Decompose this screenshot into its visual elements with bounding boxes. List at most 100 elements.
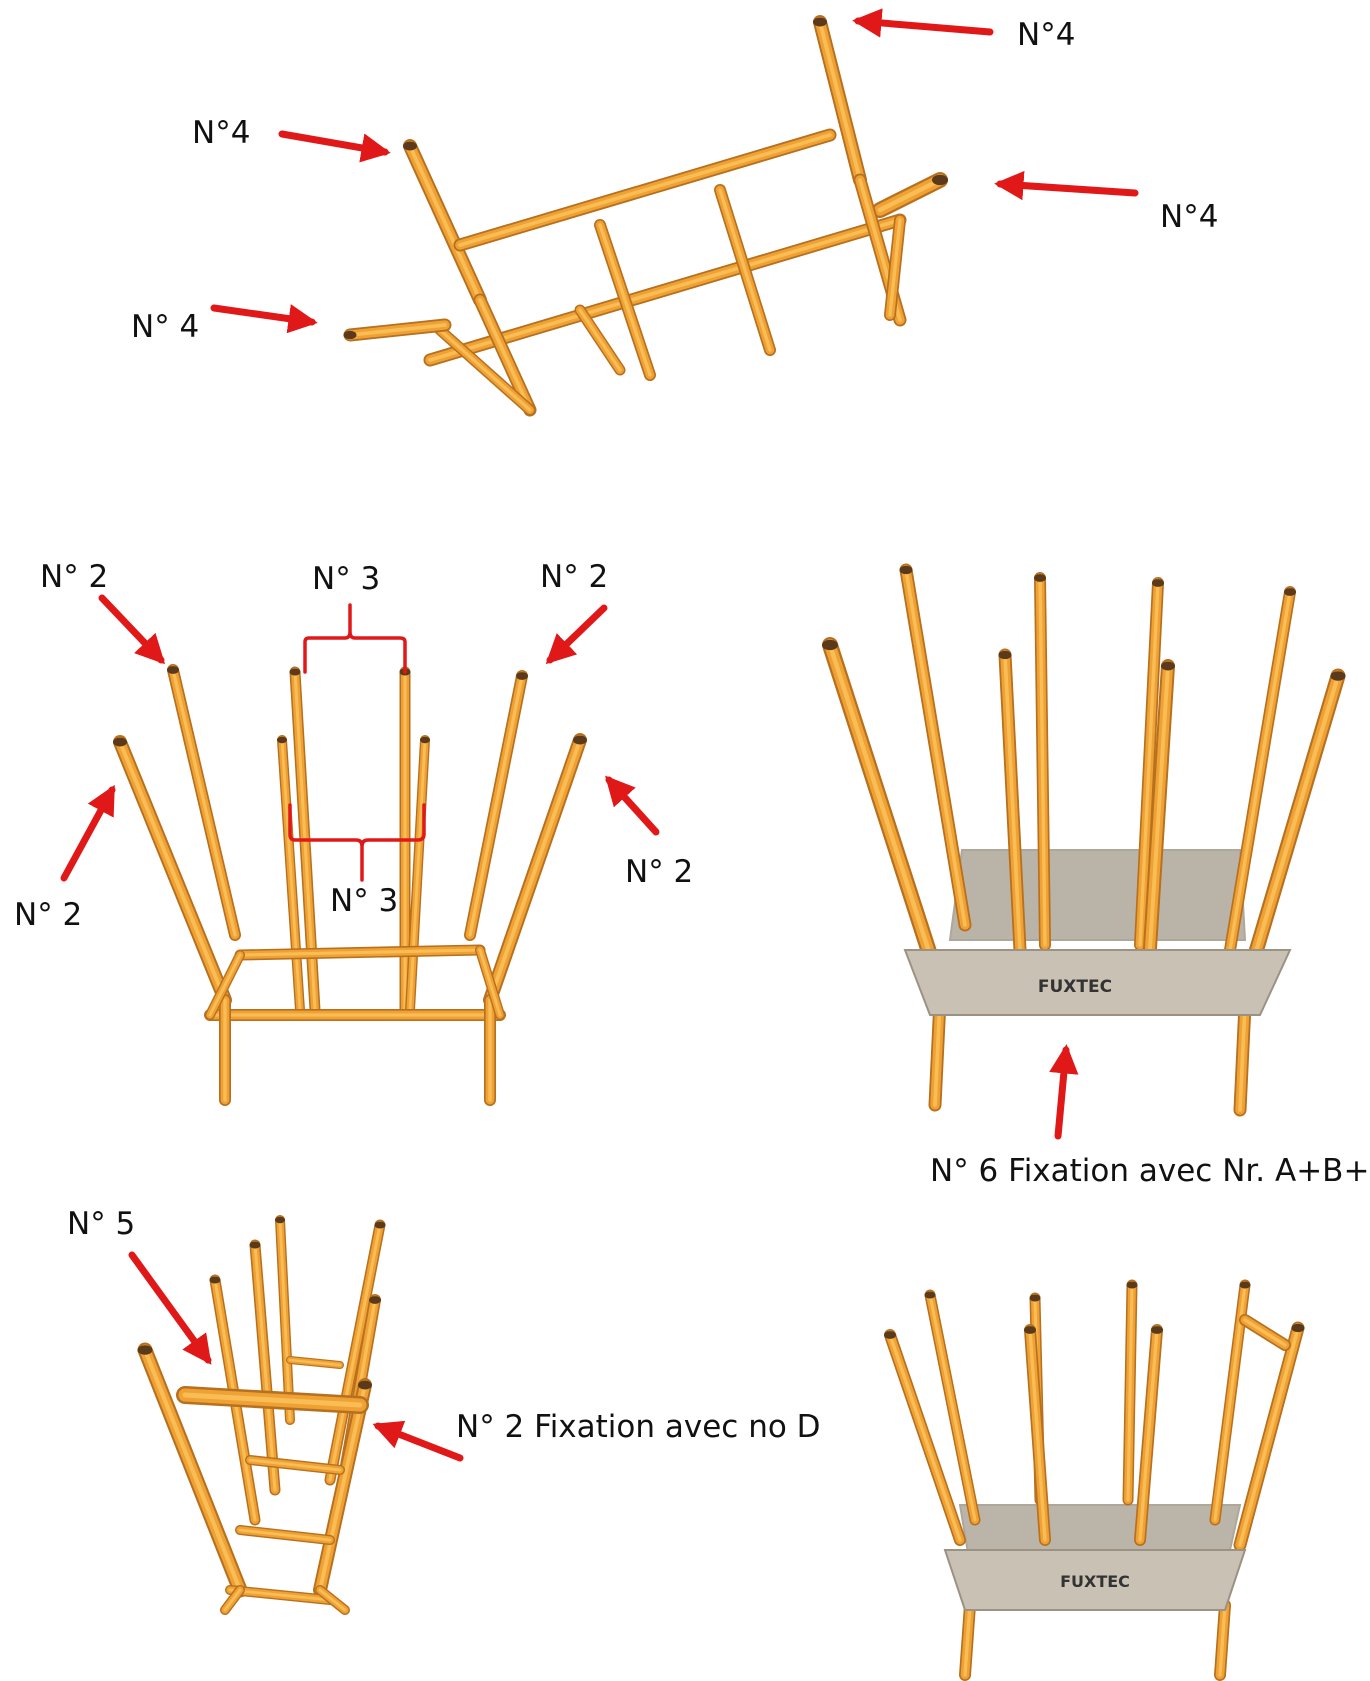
leg-shade [1003, 653, 1022, 952]
back-panel [948, 849, 1247, 941]
panel-brand-upper: FUXTEC [1038, 977, 1112, 997]
leg-shade [888, 218, 902, 317]
leg-n3-shade [408, 738, 427, 1012]
beam-end-cap [374, 1221, 386, 1229]
leg-n3-shade [280, 738, 302, 1012]
leg-shade [318, 1383, 367, 1592]
leg-shade [1028, 1328, 1047, 1542]
leg-shade [818, 20, 862, 182]
leg-shade [1126, 1283, 1134, 1502]
red-arrow-icon [1049, 1044, 1079, 1140]
leg-shade [877, 177, 943, 213]
leg-shade [253, 1243, 277, 1492]
red-arrow-icon [372, 1420, 464, 1462]
leg-shade [1148, 664, 1170, 950]
rail-shade [208, 953, 242, 1017]
label-n3-bottom: N° 3 [330, 883, 398, 919]
foot-shade [933, 998, 942, 1107]
beam-end-cap [1291, 1323, 1305, 1333]
beam-end-cap [137, 1345, 153, 1355]
labels: N°4 N°4 N°4 N° 4 N° 2 N° 3 N° 2 N° 2 N° … [14, 17, 1370, 1445]
rail-shade [238, 948, 482, 957]
leg-shade [1238, 1326, 1300, 1547]
red-brace-icon [288, 803, 426, 882]
label-n2-upper-left: N° 2 [40, 559, 108, 595]
leg-shade [278, 1218, 292, 1422]
leg-shade [1138, 1328, 1159, 1542]
beam-end-cap [275, 1216, 285, 1224]
red-arrow-icon [98, 594, 166, 665]
leg-n2-shade [488, 738, 582, 1002]
red-arrow-icon [210, 304, 318, 334]
label-n6-fixation: N° 6 Fixation avec Nr. A+B+C [930, 1153, 1370, 1189]
beam-end-cap [899, 565, 913, 575]
beam-end-cap [1284, 588, 1296, 596]
rail-shade [428, 218, 902, 362]
rail-n5-shade [182, 1392, 363, 1408]
beam-end-cap [813, 17, 827, 27]
strut-shade [578, 308, 622, 372]
strut-shade [598, 223, 652, 377]
red-arrow-icon [852, 8, 994, 38]
leg-shade [1138, 581, 1160, 947]
beam-end-cap [113, 737, 127, 747]
label-n4-right-lower: N°4 [1160, 199, 1218, 235]
red-arrow-icon [994, 170, 1139, 201]
beam-end-cap [884, 1331, 896, 1339]
panel-brand-lower: FUXTEC [1060, 1572, 1130, 1591]
label-n2-upper-right: N° 2 [540, 559, 608, 595]
leg-shade [904, 568, 967, 927]
beam-end-cap [1239, 1281, 1251, 1289]
beam-end-cap [403, 141, 417, 151]
foot-shade [963, 1603, 972, 1677]
beam-end-cap [358, 1380, 372, 1390]
beam-end-cap [420, 736, 430, 744]
sawhorse-front-view [113, 664, 587, 1106]
leg-shade [1038, 576, 1047, 947]
sawhorse-with-panel-view: FUXTEC [822, 563, 1346, 1117]
beam-end-cap [1029, 1294, 1041, 1302]
rung-shade [288, 1358, 342, 1367]
annotation-arrows [60, 8, 1139, 1462]
rung-shade [248, 1458, 342, 1472]
beam-end-cap [924, 1291, 936, 1299]
beam-end-cap [998, 650, 1012, 660]
red-brace-icon [303, 603, 407, 674]
leg-shade [1213, 1283, 1247, 1522]
red-arrow-icon [545, 604, 608, 665]
leg-shade [888, 1333, 962, 1542]
foot-shade [223, 1588, 242, 1612]
label-n2-lower-right: N° 2 [625, 854, 693, 890]
leg-n2-shade [468, 674, 524, 937]
beam-end-cap [1034, 574, 1046, 582]
beam-end-cap [573, 735, 587, 745]
red-arrow-icon [60, 784, 116, 882]
beam-end-cap [516, 672, 528, 680]
brace-shade [438, 328, 532, 412]
leg-n2-shade [171, 668, 237, 937]
rail-shade [458, 133, 832, 247]
beam-end-cap [1161, 661, 1175, 671]
beam-end-cap [1330, 671, 1346, 681]
beam-end-cap [249, 1241, 261, 1249]
foot-shade [1238, 1003, 1247, 1112]
label-n4-left-lower: N° 4 [131, 309, 199, 345]
label-n5: N° 5 [67, 1206, 135, 1242]
beam-end-cap [277, 736, 287, 744]
red-arrow-icon [278, 130, 391, 163]
label-n4-top-right: N°4 [1017, 17, 1075, 53]
beam-end-cap [932, 174, 948, 186]
rail-shade [478, 948, 502, 1017]
foot-shade [1218, 1603, 1227, 1677]
sawhorse-assembled-view: FUXTEC [884, 1279, 1305, 1681]
beam-end-cap [1126, 1281, 1138, 1289]
rung-shade [228, 1588, 332, 1602]
leg-shade [142, 1347, 243, 1593]
beam-end-cap [209, 1276, 221, 1284]
leg-shade [928, 1293, 977, 1522]
label-n4-top-left: N°4 [192, 115, 250, 151]
leg-shade [827, 642, 933, 958]
strut-shade [718, 188, 772, 352]
beam-end-cap [1024, 1326, 1036, 1334]
